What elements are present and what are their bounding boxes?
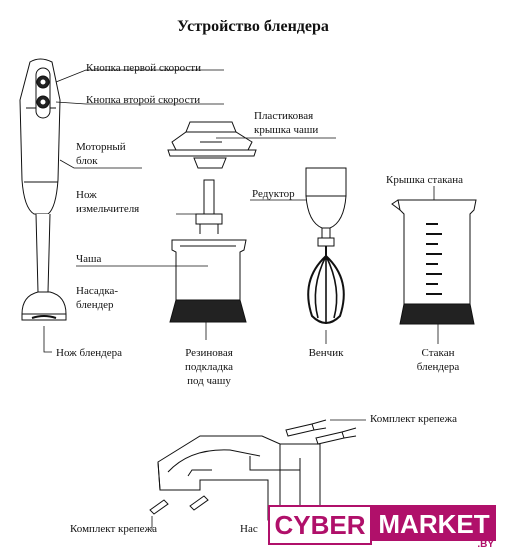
label-whisk: Венчик xyxy=(308,347,344,359)
label-holder-partial: Нас xyxy=(240,523,258,535)
whisk-illustration xyxy=(250,167,347,344)
logo-cyber-text: CYBER xyxy=(268,505,372,545)
bowl-lid-illustration xyxy=(167,121,336,169)
hand-blender-illustration xyxy=(19,58,67,321)
logo-suffix-text: .BY xyxy=(477,539,494,550)
label-blade: Нож блендера xyxy=(56,347,122,359)
label-attachment-line1: Насадка- xyxy=(76,285,119,297)
label-pad-line1: Резиновая xyxy=(185,347,233,359)
label-lid-line2: крышка чаши xyxy=(254,124,319,136)
label-mount-kit-top: Комплект крепежа xyxy=(370,413,458,425)
label-mount-kit-bottom: Комплект крепежа xyxy=(70,523,158,535)
bowl-illustration xyxy=(76,239,247,340)
cybermarket-logo: CYBER MARKET .BY xyxy=(268,505,500,550)
label-speed2: Кнопка второй скорости xyxy=(86,94,201,106)
label-cup-lid: Крышка стакана xyxy=(386,174,464,186)
label-attachment-line2: блендер xyxy=(76,299,114,311)
label-gearbox: Редуктор xyxy=(252,188,295,200)
label-chopper-line2: измельчителя xyxy=(76,203,140,215)
label-lid-line1: Пластиковая xyxy=(254,110,314,122)
label-motor-line2: блок xyxy=(76,155,98,167)
label-pad-line2: подкладка xyxy=(184,361,234,373)
logo-market-text: MARKET xyxy=(372,505,496,541)
label-bowl: Чаша xyxy=(76,253,102,265)
label-chopper-line1: Нож xyxy=(76,189,97,201)
label-pad-line3: под чашу xyxy=(187,375,231,387)
chopper-blade-illustration xyxy=(176,179,223,234)
label-motor-line1: Моторный xyxy=(76,141,126,153)
label-cup-line1: Стакан xyxy=(421,347,455,359)
measuring-cup-illustration xyxy=(391,186,477,344)
leader-lines-left xyxy=(43,69,224,353)
label-speed1: Кнопка первой скорости xyxy=(86,62,201,74)
label-cup-line2: блендера xyxy=(416,361,460,373)
mount-screws xyxy=(149,419,366,530)
diagram-title: Устройство блендера xyxy=(177,18,329,35)
